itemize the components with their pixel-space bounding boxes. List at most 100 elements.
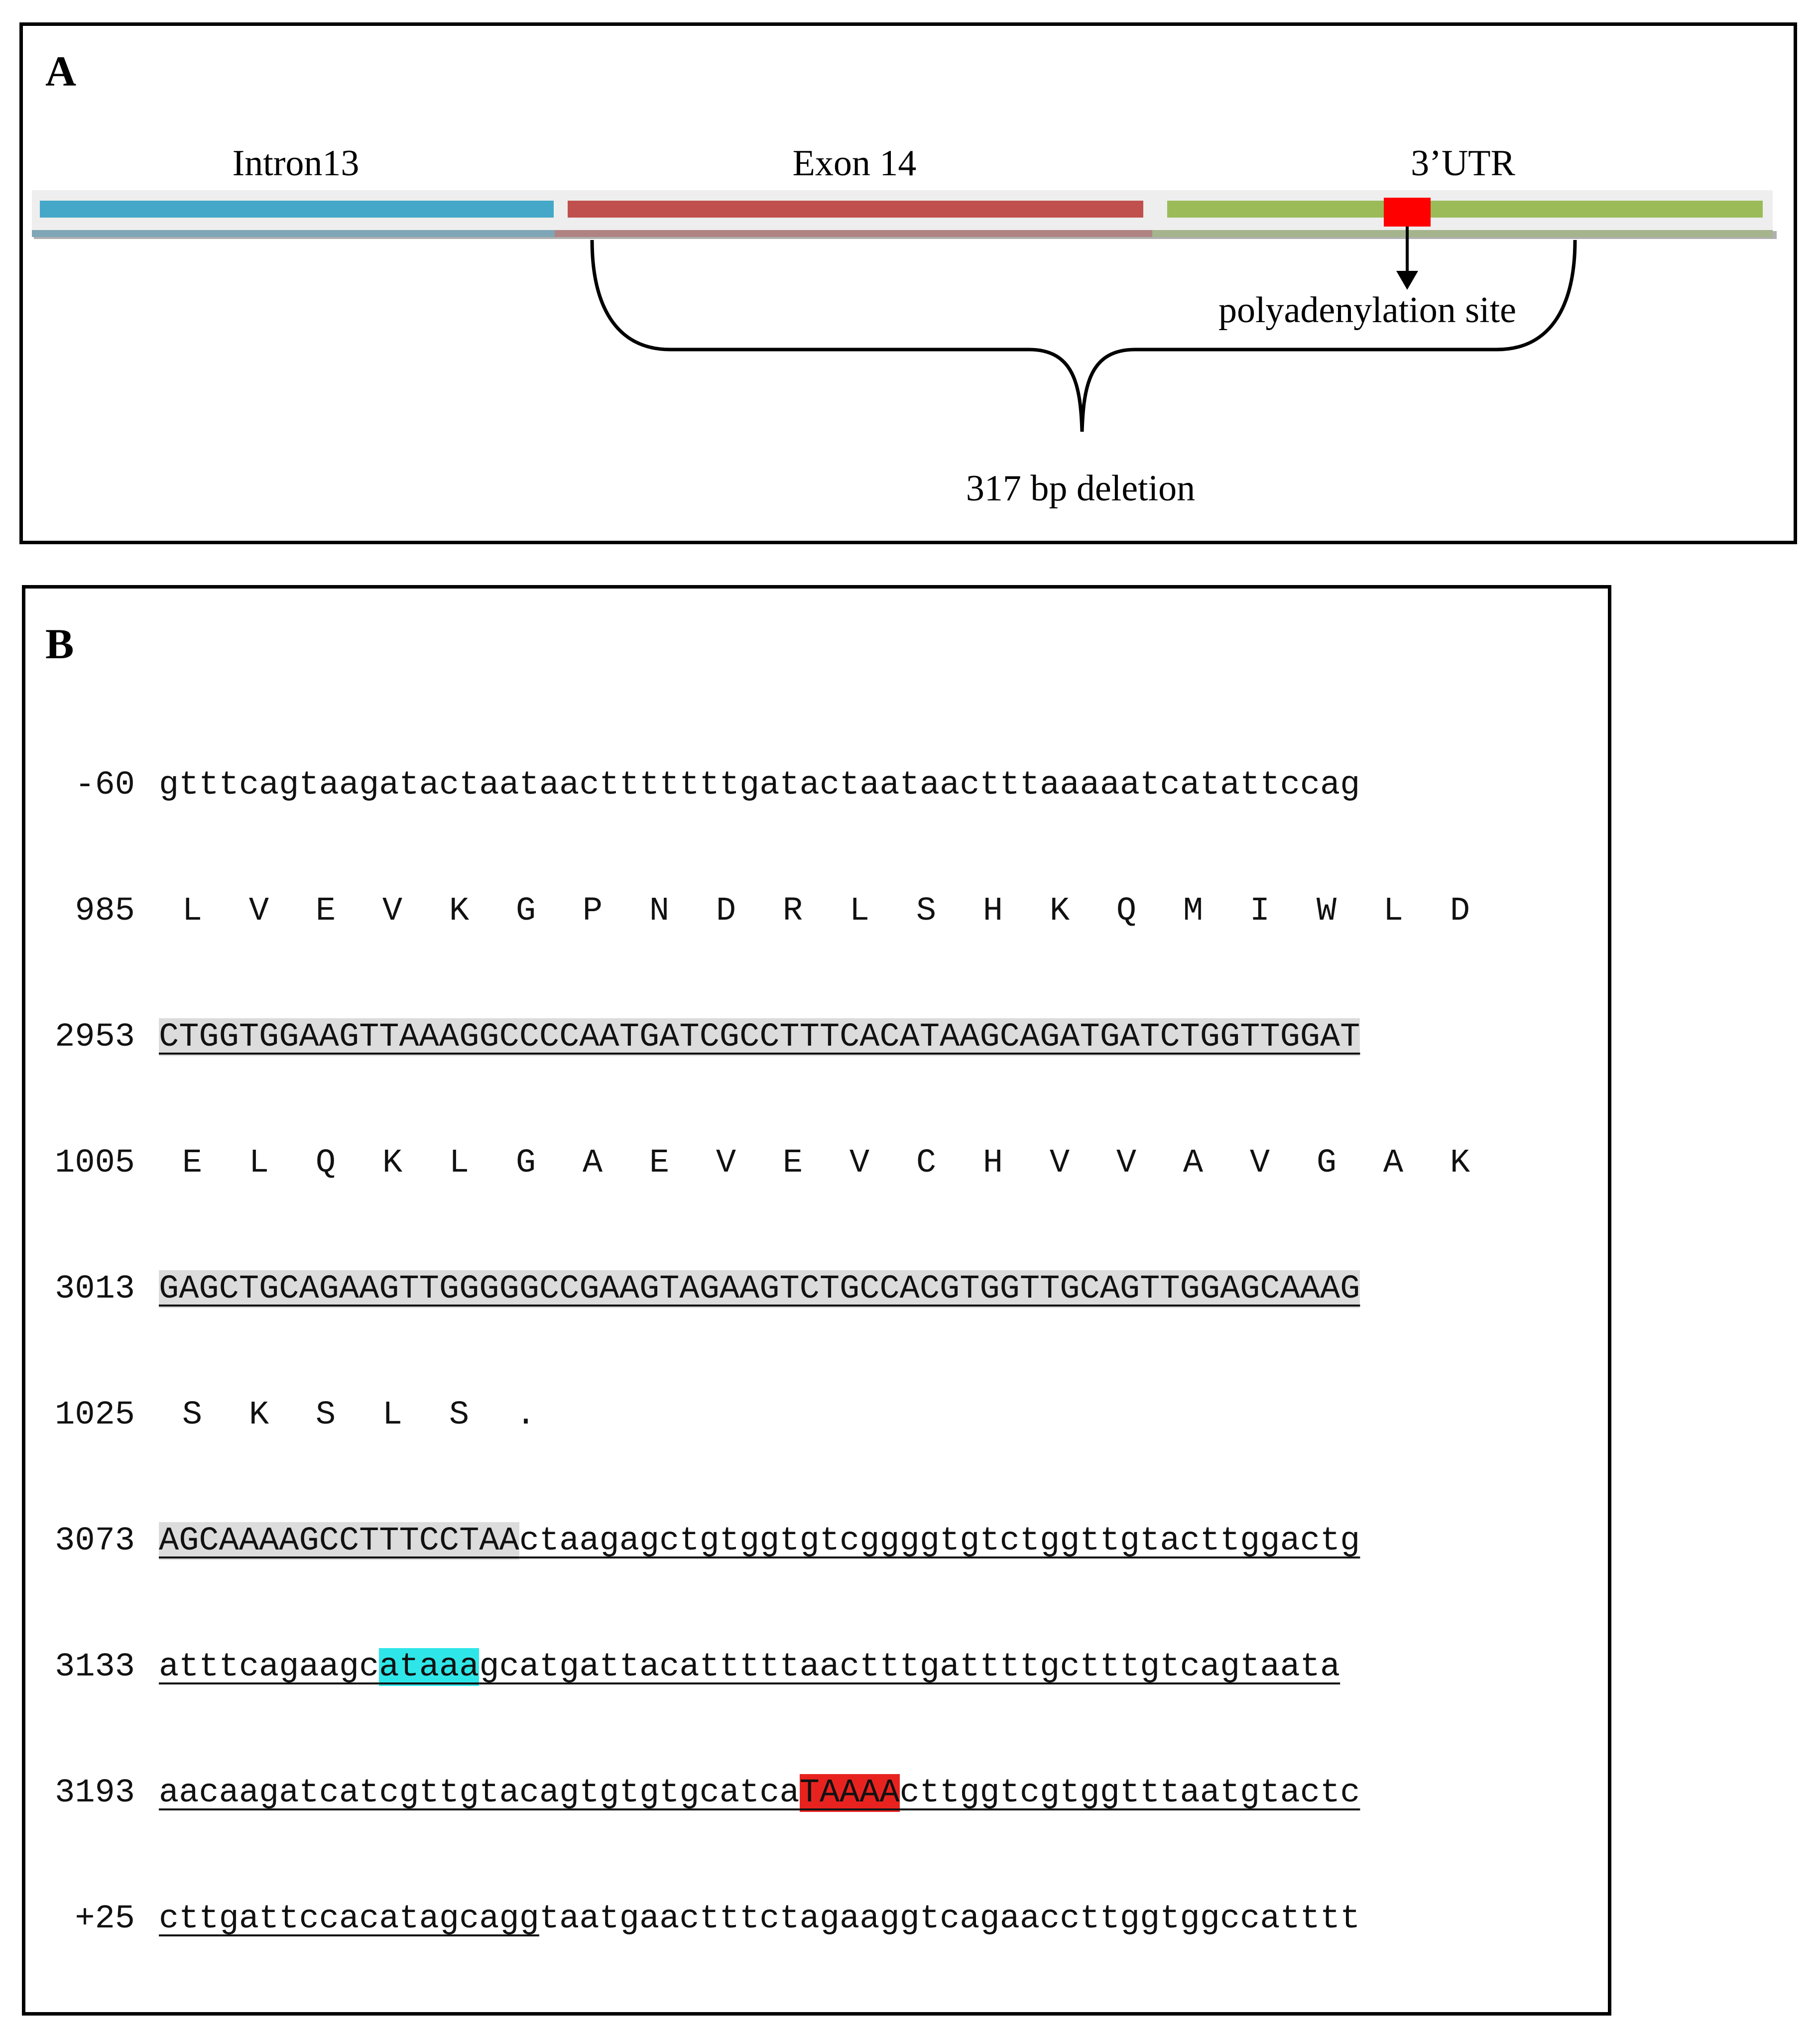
amino-acid: K <box>382 1144 403 1182</box>
amino-acid: E <box>649 1144 670 1182</box>
intron13-label: Intron13 <box>233 143 360 184</box>
nucleotide-sequence: GAGCTGCAGAAGTTGGGGGCCGAAGTAGAAGTCTGCCACG… <box>159 1264 1360 1314</box>
deletion-brace <box>590 239 1577 432</box>
nucleotide-row: 3193 aacaagatcatcgttgtacagtgtgtgcatcaTAAA… <box>25 1768 1608 1818</box>
polyadenylation-site-label: polyadenylation site <box>1218 290 1516 331</box>
protein-row: 1025 S K S L S. <box>25 1390 1608 1440</box>
amino-acid: K <box>1450 1144 1470 1182</box>
amino-acid: Q <box>315 1144 336 1182</box>
sequence-segment: ctaagagctgtggtgtcggggtgtctggttgtacttggac… <box>519 1522 1360 1560</box>
amino-acid: S <box>315 1396 336 1434</box>
amino-acid: V <box>849 1144 870 1182</box>
amino-acid: V <box>716 1144 736 1182</box>
amino-acid: H <box>982 892 1003 930</box>
position-number: -60 <box>75 766 135 804</box>
exon14-label: Exon 14 <box>793 143 917 184</box>
amino-acid: E <box>182 1144 203 1182</box>
amino-acid: . <box>515 1396 536 1434</box>
amino-acid: S <box>916 892 937 930</box>
amino-acid: L <box>1383 892 1404 930</box>
amino-acid: G <box>1316 1144 1337 1182</box>
position-number: +25 <box>75 1900 135 1938</box>
nucleotide-sequence: cttgattccacatagcaggtaatgaactttctagaaggtc… <box>159 1894 1360 1944</box>
amino-acid: C <box>916 1144 937 1182</box>
sequence-segment: gtttcagtaagatactaataactttttttgatactaataa… <box>159 766 1360 804</box>
cyan-highlight-motif: ataaa <box>379 1648 480 1686</box>
amino-acid: Q <box>1116 892 1137 930</box>
nucleotide-sequence: gtttcagtaagatactaataactttttttgatactaataa… <box>159 760 1360 810</box>
amino-acid: N <box>649 892 670 930</box>
amino-acid: S <box>449 1396 470 1434</box>
coding-sequence-segment: AGCAAAAGCCTTTCCTAA <box>159 1522 519 1560</box>
nucleotide-row: 3133 atttcagaagcataaagcatgattacatttttaact… <box>25 1642 1608 1692</box>
amino-acid: I <box>1249 892 1270 930</box>
amino-acid: G <box>515 892 536 930</box>
amino-acid: K <box>1049 892 1070 930</box>
amino-acid: P <box>582 892 603 930</box>
position-number: 3073 <box>55 1522 135 1560</box>
amino-acid: L <box>849 892 870 930</box>
intron13-bar <box>40 201 554 218</box>
panel-b-letter: B <box>45 620 74 668</box>
amino-acid: D <box>716 892 736 930</box>
coding-sequence-segment: GAGCTGCAGAAGTTGGGGGCCGAAGTAGAAGTCTGCCACG… <box>159 1270 1360 1308</box>
position-number: 1005 <box>55 1144 135 1182</box>
amino-acid: L <box>248 1144 269 1182</box>
amino-acid: K <box>248 1396 269 1434</box>
amino-acid: M <box>1183 892 1204 930</box>
nucleotide-row: +25 cttgattccacatagcaggtaatgaactttctagaag… <box>25 1894 1608 1944</box>
amino-acid: V <box>1249 1144 1270 1182</box>
nucleotide-row: 3013 GAGCTGCAGAAGTTGGGGGCCGAAGTAGAAGTCTGC… <box>25 1264 1608 1314</box>
exon14-bar <box>568 201 1143 218</box>
position-number: 3193 <box>55 1774 135 1812</box>
panel-a: A Intron13 Exon 14 3’UTR polyadenylation… <box>19 22 1797 544</box>
amino-acid: E <box>315 892 336 930</box>
position-number: 1025 <box>55 1396 135 1434</box>
nucleotide-sequence: CTGGTGGAAGTTAAAGGCCCCAATGATCGCCTTTCACATA… <box>159 1012 1360 1062</box>
position-number: 985 <box>75 892 135 930</box>
gene-diagram: Intron13 Exon 14 3’UTR polyadenylation s… <box>32 143 1777 509</box>
coding-sequence-segment: CTGGTGGAAGTTAAAGGCCCCAATGATCGCCTTTCACATA… <box>159 1018 1360 1056</box>
amino-acid: A <box>582 1144 603 1182</box>
nucleotide-row: -60 gtttcagtaagatactaataactttttttgatactaa… <box>25 760 1608 810</box>
sequence-segment: gcatgattacatttttaactttgattttgctttgtcagta… <box>479 1648 1340 1686</box>
sequence-segment: cttggtcgtggtttaatgtactc <box>899 1774 1360 1812</box>
amino-acid: R <box>782 892 803 930</box>
nucleotide-sequence: AGCAAAAGCCTTTCCTAActaagagctgtggtgtcggggt… <box>159 1516 1360 1566</box>
amino-acid: V <box>248 892 269 930</box>
amino-acid: L <box>382 1396 403 1434</box>
polyadenylation-site-marker <box>1384 198 1431 227</box>
amino-acid: V <box>1116 1144 1137 1182</box>
nucleotide-row: 3073 AGCAAAAGCCTTTCCTAActaagagctgtggtgtcg… <box>25 1516 1608 1566</box>
amino-acid: V <box>1049 1144 1070 1182</box>
amino-acid-residues: S K S L S. <box>159 1390 559 1440</box>
sequence-segment: aacaagatcatcgttgtacagtgtgtgcatca <box>159 1774 800 1812</box>
sequence-segment: atttcagaagc <box>159 1648 379 1686</box>
amino-acid: L <box>182 892 203 930</box>
sequence-segment: cttgattccacatagcagg <box>159 1900 539 1938</box>
amino-acid: S <box>182 1396 203 1434</box>
position-number: 3013 <box>55 1270 135 1308</box>
panel-a-letter: A <box>45 47 77 95</box>
red-highlight-motif: TAAAA <box>799 1774 900 1812</box>
amino-acid: V <box>382 892 403 930</box>
amino-acid: E <box>782 1144 803 1182</box>
amino-acid: H <box>982 1144 1003 1182</box>
amino-acid: G <box>515 1144 536 1182</box>
position-number: 2953 <box>55 1018 135 1056</box>
panel-b: B -60 gtttcagtaagatactaataactttttttgatact… <box>22 585 1611 2016</box>
position-number: 3133 <box>55 1648 135 1686</box>
amino-acid: A <box>1383 1144 1404 1182</box>
utr3-bar <box>1167 201 1763 218</box>
amino-acid: W <box>1316 892 1337 930</box>
nucleotide-sequence: aacaagatcatcgttgtacagtgtgtgcatcaTAAAActt… <box>159 1768 1360 1818</box>
exon-underline <box>555 230 1152 237</box>
nucleotide-sequence: atttcagaagcataaagcatgattacatttttaactttga… <box>159 1642 1340 1692</box>
utr-underline <box>1152 230 1773 237</box>
amino-acid: L <box>449 1144 470 1182</box>
utr3-label: 3’UTR <box>1411 143 1515 184</box>
